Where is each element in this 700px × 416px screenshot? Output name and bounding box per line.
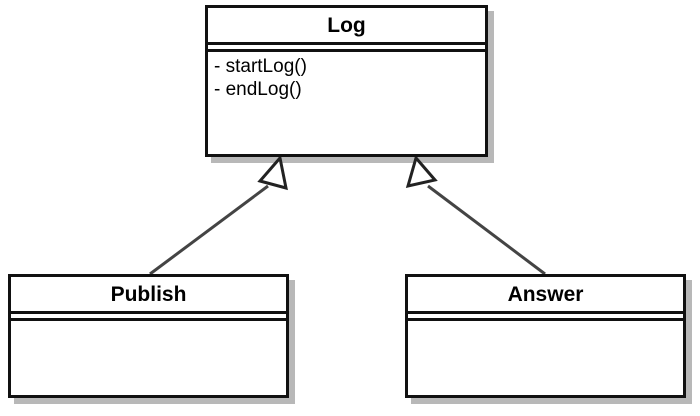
- members-compartment-answer: [408, 321, 683, 395]
- members-compartment-log: - startLog() - endLog(): [208, 52, 485, 154]
- class-name-log: Log: [327, 13, 366, 37]
- connector-line: [427, 184, 546, 276]
- members-compartment-publish: [11, 321, 286, 395]
- generalization-answer-to-log: [405, 154, 546, 276]
- compartment-separator: [408, 311, 683, 321]
- hollow-triangle-arrowhead-icon: [257, 154, 288, 191]
- member-start-log: - startLog(): [214, 56, 307, 77]
- generalization-publish-to-log: [149, 154, 288, 276]
- uml-class-publish[interactable]: Publish: [8, 274, 289, 398]
- uml-class-answer[interactable]: Answer: [405, 274, 686, 398]
- uml-class-log[interactable]: Log - startLog() - endLog(): [205, 5, 488, 157]
- compartment-separator: [11, 311, 286, 321]
- member-end-log: - endLog(): [214, 79, 302, 101]
- class-name-answer: Answer: [507, 282, 584, 306]
- connector-line: [149, 184, 269, 276]
- hollow-triangle-arrowhead-icon: [405, 154, 438, 189]
- compartment-separator: [208, 42, 485, 52]
- class-name-publish: Publish: [110, 282, 187, 306]
